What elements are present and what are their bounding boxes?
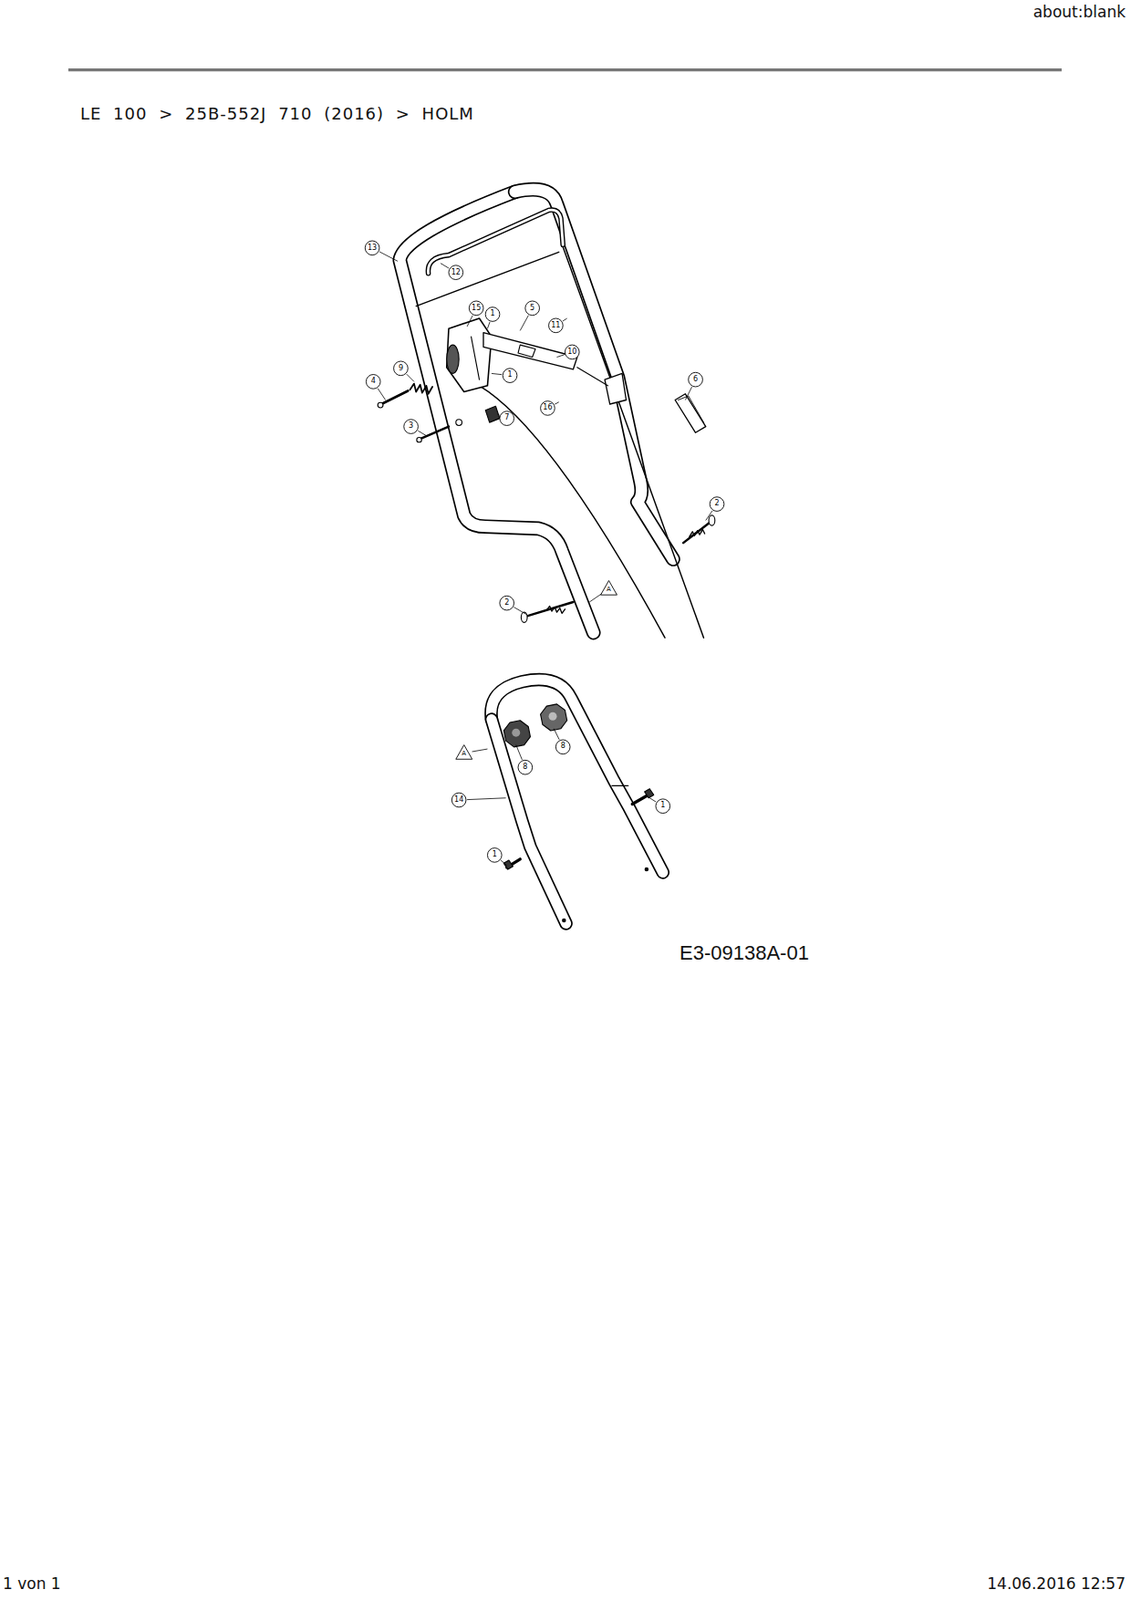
leader-line [466, 798, 506, 800]
header-rule [68, 68, 1062, 72]
leader-line [684, 386, 692, 400]
callout-number: 9 [398, 363, 404, 373]
callout-circle [655, 798, 671, 814]
callout-circle [499, 595, 515, 611]
callout-number: 8 [522, 762, 528, 771]
upper-handle-tube [515, 189, 674, 560]
leader-line [487, 321, 490, 329]
leader-line [500, 860, 508, 865]
leader-line [417, 430, 426, 436]
reference-triangle [601, 580, 618, 595]
callout-circle [709, 497, 725, 512]
leader-line [472, 748, 488, 752]
lower-handle-tube [490, 679, 663, 872]
upper-handle-tube [399, 191, 593, 633]
page-count: 1 von 1 [2, 1575, 62, 1593]
breadcrumb-title: LE 100 > 25B-552J 710 (2016) > HOLM [80, 104, 475, 124]
callout-circle [448, 265, 464, 281]
callout-circle [525, 300, 540, 316]
callout-number: 1 [508, 371, 513, 380]
leader-line [562, 318, 568, 322]
lower-handle-tube [491, 719, 567, 924]
callout-number: 8 [560, 742, 566, 751]
leader-line [491, 373, 502, 374]
callout-circle [555, 739, 571, 755]
callout-number: A [461, 751, 467, 759]
callout-circle [364, 240, 380, 256]
callout-number: 10 [567, 347, 577, 356]
callout-circle [485, 307, 500, 322]
leader-line [377, 388, 385, 401]
callout-number: 5 [529, 303, 535, 312]
callout-number: 1 [660, 801, 665, 810]
leader-line [406, 373, 415, 382]
callout-circle [502, 368, 518, 384]
callout-number: 4 [371, 377, 376, 386]
browser-url: about:blank [1033, 3, 1126, 21]
callout-circle [564, 344, 580, 360]
callout-circle [394, 361, 409, 376]
leader-line [554, 402, 559, 405]
callout-circle [468, 300, 484, 316]
leader-line [649, 798, 656, 802]
callout-number: 14 [454, 795, 464, 804]
leader-line [553, 728, 560, 740]
callout-number: A [606, 587, 612, 595]
callout-number: 1 [490, 310, 496, 319]
callout-number: 3 [408, 422, 414, 431]
callout-number: 13 [367, 243, 377, 252]
leader-line [513, 607, 527, 615]
callout-number: 16 [542, 404, 552, 413]
callout-circle [540, 401, 556, 416]
callout-number: 1 [492, 850, 498, 860]
callout-number: 12 [451, 268, 461, 277]
callout-circle [404, 419, 419, 435]
leader-line [379, 251, 398, 261]
leader-line [466, 315, 473, 327]
callout-number: 7 [504, 414, 509, 423]
print-date: 14.06.2016 12:57 [986, 1575, 1126, 1593]
leader-line [519, 315, 529, 332]
leader-line [498, 414, 500, 416]
callout-circle [451, 792, 467, 808]
leader-line [556, 354, 564, 358]
reference-triangle [456, 745, 473, 760]
drawing-number: E3-09138A-01 [679, 942, 810, 965]
callout-circle [499, 411, 515, 426]
leader-line [589, 592, 602, 602]
callout-number: 6 [693, 375, 698, 384]
callout-number: 15 [471, 303, 481, 312]
leader-line [705, 510, 713, 521]
callout-number: 2 [504, 598, 509, 607]
callout-circle [518, 759, 533, 775]
leader-line [440, 263, 449, 269]
callout-number: 11 [550, 321, 561, 330]
callout-circle [688, 372, 704, 387]
callout-circle [549, 318, 564, 333]
callout-circle [487, 848, 502, 863]
callout-circle [365, 374, 381, 390]
leader-line [516, 745, 523, 760]
callout-number: 2 [714, 499, 719, 509]
